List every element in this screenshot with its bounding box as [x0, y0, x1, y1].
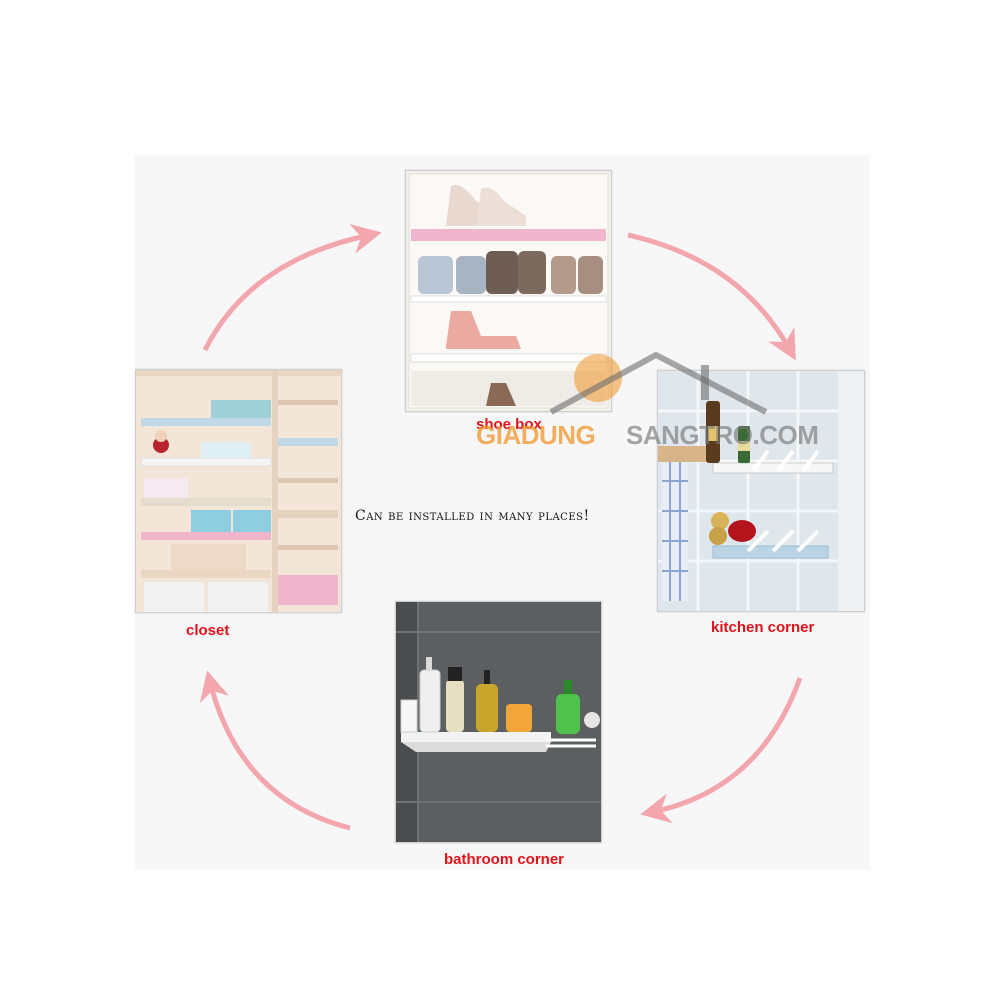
arrow-closet-to-shoebox — [202, 223, 382, 352]
closet-photo — [135, 369, 342, 613]
bathroom-corner-photo — [395, 601, 602, 843]
caption-bathroom-corner: bathroom corner — [444, 851, 565, 868]
arrow-bathroom-to-closet — [199, 670, 351, 831]
house-roof-icon — [549, 351, 768, 415]
center-headline: Can be installed in many places! — [355, 508, 590, 524]
caption-shoe-box: shoe box — [476, 416, 542, 433]
watermark-text-sangtro: SANGTRO.COM — [626, 420, 819, 450]
caption-kitchen-corner: kitchen corner — [711, 619, 815, 636]
arrow-shoebox-to-kitchen — [627, 232, 796, 361]
arrow-kitchen-to-bathroom — [640, 677, 803, 824]
watermark-logo: GIADUNG SANGTRO.COM — [476, 350, 836, 450]
caption-closet: closet — [186, 622, 230, 639]
watermark-text-giadung: GIADUNG — [476, 420, 596, 450]
